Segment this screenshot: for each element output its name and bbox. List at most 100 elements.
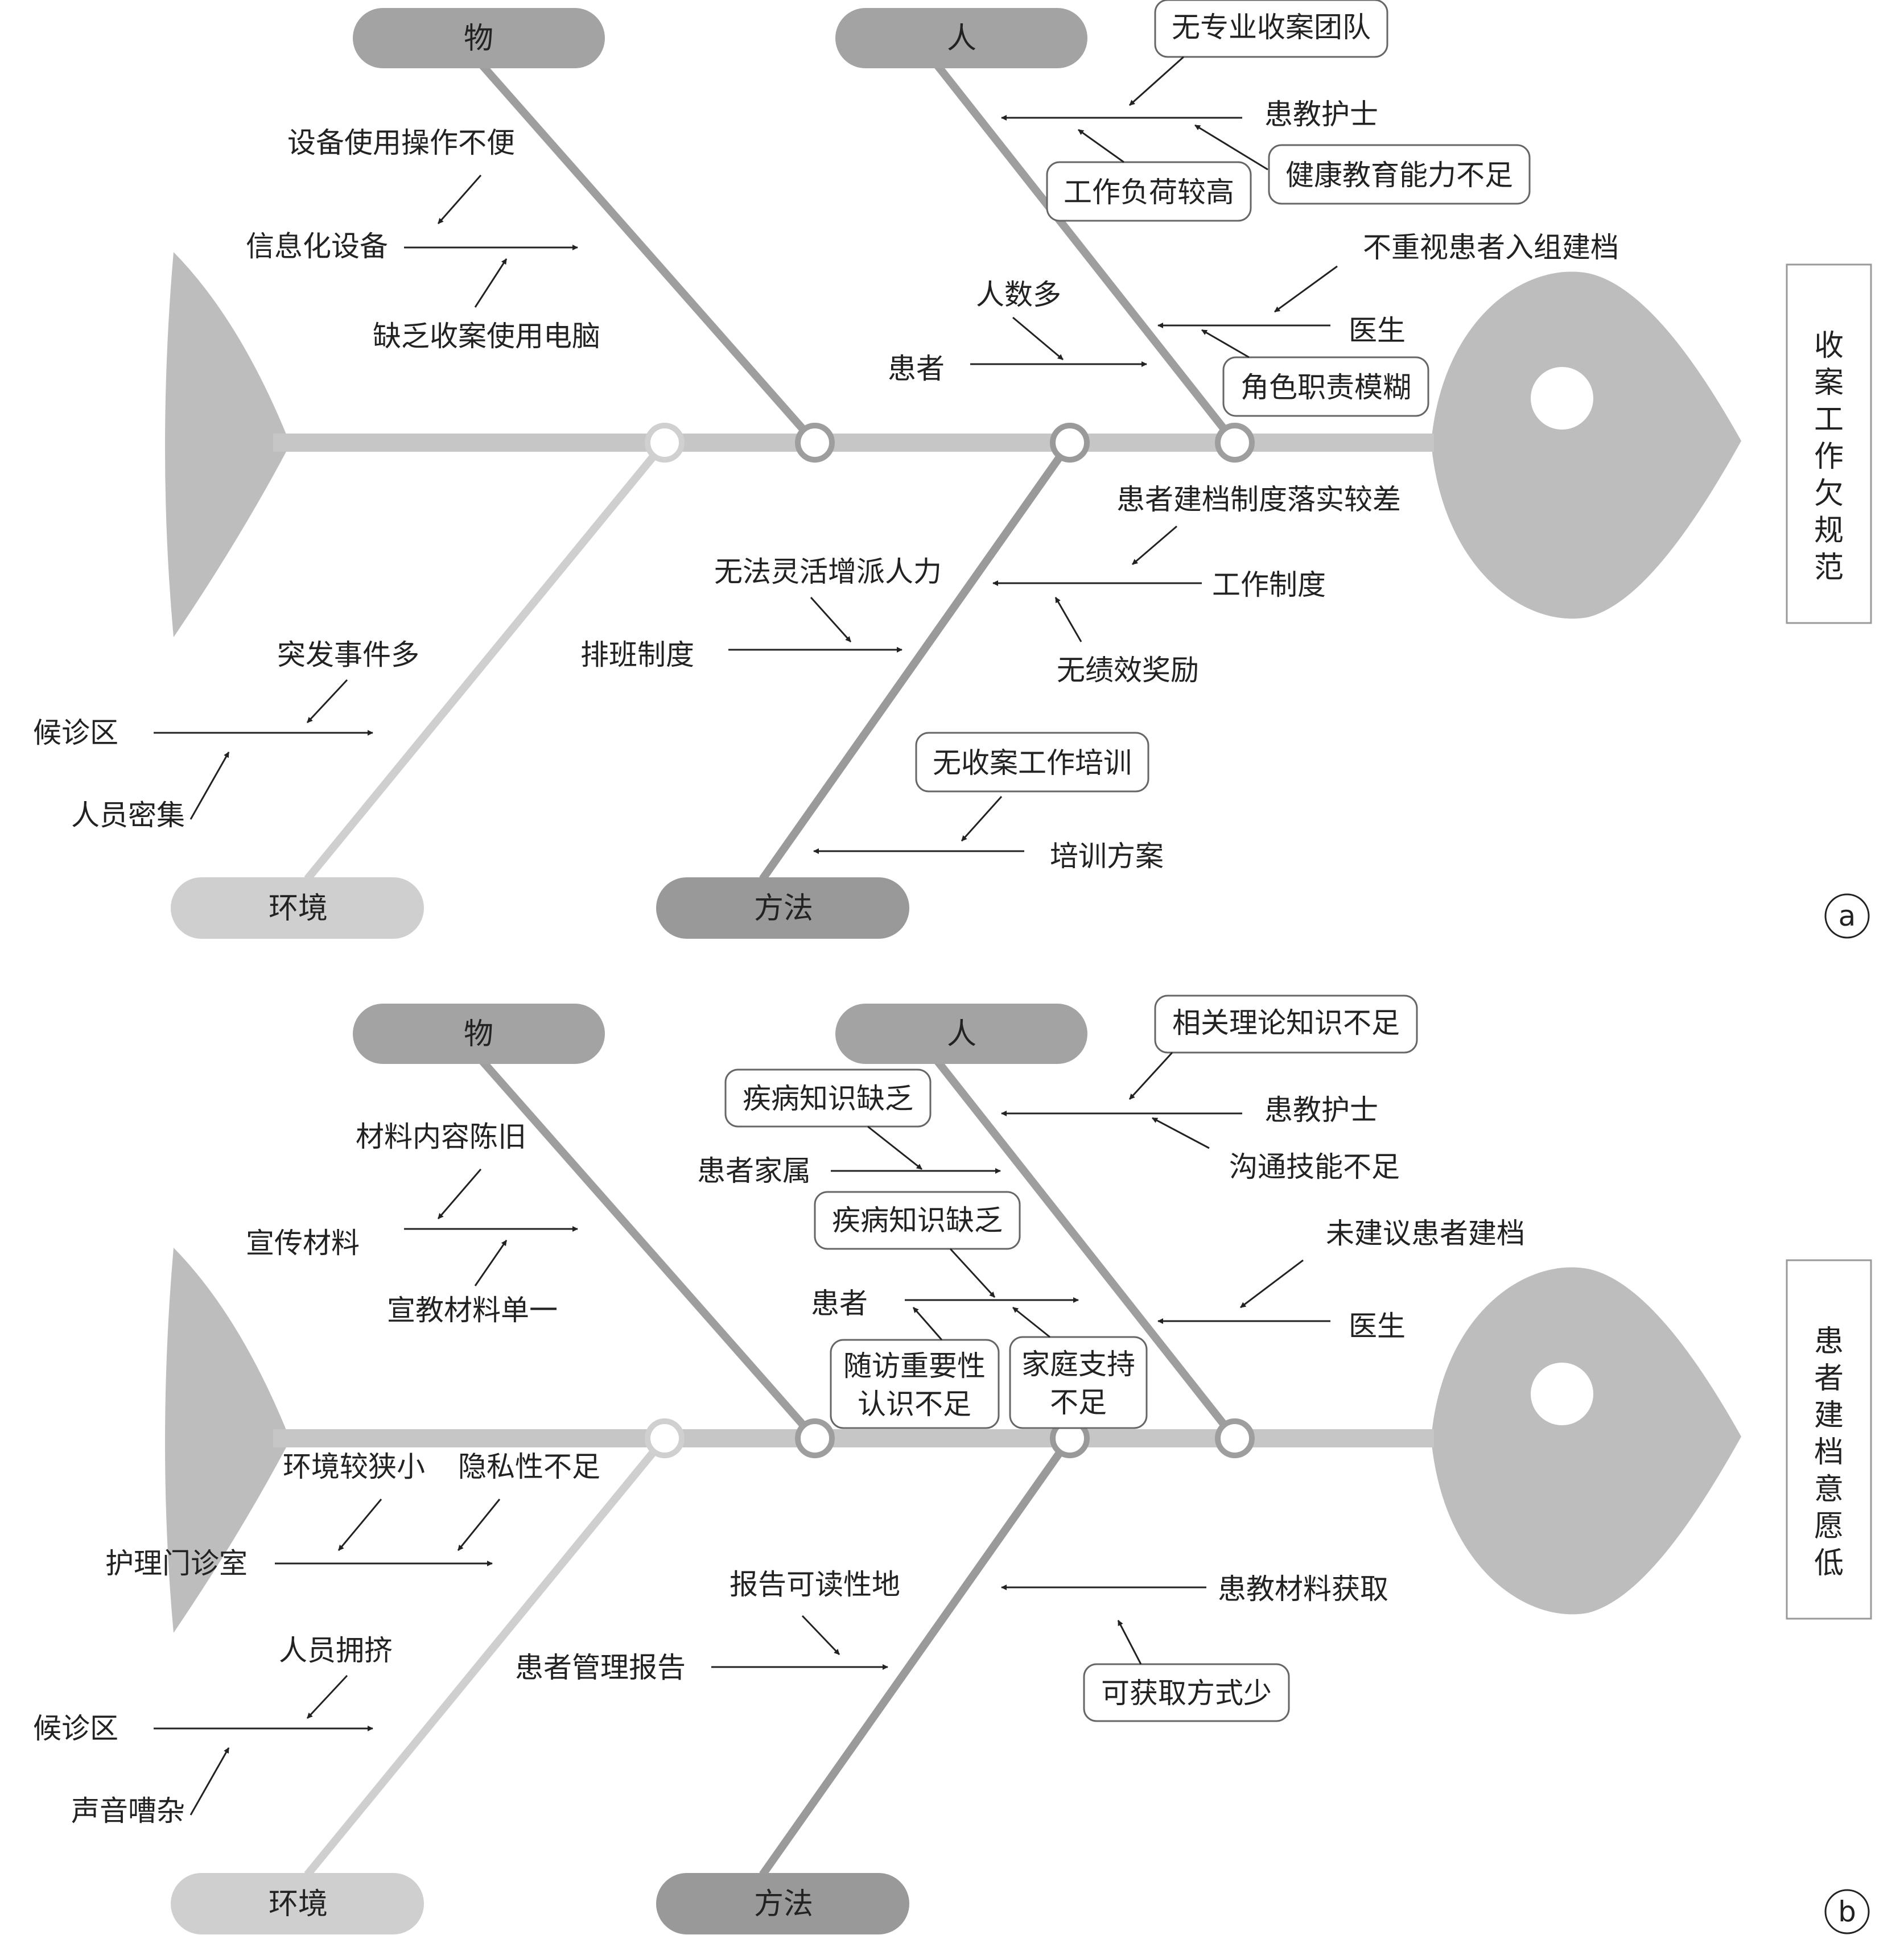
category-pill-person (835, 8, 1087, 68)
cause-label: 突发事件多 (277, 638, 419, 671)
category-label-person: 人 (947, 22, 976, 56)
cause-label: 医生 (1349, 1310, 1406, 1343)
cause-label: 医生 (1349, 314, 1406, 347)
category-label-method: 方法 (754, 1887, 813, 1921)
cause-label: 患者 (811, 1287, 868, 1320)
cause-arrow (867, 1125, 922, 1170)
fish-tail (165, 252, 287, 637)
joint (645, 1418, 685, 1458)
category-label-thing: 物 (464, 1017, 493, 1051)
bone-method (759, 1435, 1073, 1878)
cause-box (724, 1068, 932, 1128)
bone-thing (477, 61, 818, 445)
fish-head (1431, 1267, 1741, 1615)
spine (273, 434, 1434, 452)
cause-box (1154, 995, 1418, 1054)
panel-tag-circle (1824, 1889, 1870, 1934)
cause-label: 无收案工作培训 (933, 746, 1132, 779)
cause-label: 人员拥挤 (279, 1634, 393, 1667)
cause-box (814, 1191, 1021, 1250)
category-pill-environment (171, 1873, 424, 1934)
effect-char: 工 (1814, 403, 1844, 437)
cause-label: 患者建档制度落实较差 (1116, 483, 1401, 516)
cause-label: 材料内容陈旧 (356, 1120, 526, 1153)
effect-char: 欠 (1814, 477, 1844, 511)
cause-arrow (1128, 1051, 1173, 1100)
fish-tail (165, 1248, 287, 1633)
spine (273, 1429, 1434, 1447)
cause-label: 患者管理报告 (515, 1651, 686, 1684)
cause-arrow (337, 1499, 382, 1551)
cause-arrow (1194, 124, 1268, 171)
effect-char: 范 (1814, 551, 1844, 585)
effect-box (1786, 263, 1872, 624)
cause-label: 护理门诊室 (105, 1547, 248, 1580)
cause-label: 排班制度 (580, 638, 694, 671)
cause-arrow (810, 596, 852, 643)
cause-box (1268, 144, 1531, 205)
cause-box (1046, 161, 1252, 222)
joint (1215, 1418, 1255, 1458)
bone-environment (304, 1435, 668, 1878)
cause-label: 无法灵活增派人力 (714, 555, 942, 588)
cause-label: 患教材料获取 (1218, 1573, 1388, 1606)
fishbone-diagram-b: 物 人 环境 方法 材料内容陈旧 宣传材料 宣教材料单一 相关理论知识不足 患教… (33, 995, 1872, 1934)
category-label-thing: 物 (464, 22, 493, 56)
bone-thing (477, 1057, 818, 1441)
cause-arrow (189, 752, 230, 820)
cause-arrow (1128, 56, 1185, 106)
cause-arrow (949, 1248, 996, 1298)
category-pill-method (656, 1873, 909, 1934)
cause-box (1009, 1336, 1148, 1429)
cause-arrow (1012, 1306, 1050, 1338)
cause-arrow (1152, 1117, 1210, 1149)
effect-char: 作 (1814, 440, 1844, 474)
cause-box (830, 1339, 1000, 1429)
cause-label: 缺乏收案使用电脑 (373, 320, 600, 353)
cause-label: 疾病知识缺乏 (743, 1082, 913, 1115)
cause-label: 患教护士 (1264, 98, 1378, 131)
category-label-environment: 环境 (269, 892, 328, 926)
cause-arrow (961, 795, 1003, 842)
joint (795, 1418, 835, 1458)
cause-box (915, 732, 1149, 793)
cause-arrow (801, 1615, 840, 1656)
cause-arrow (437, 1169, 482, 1219)
bone-environment (304, 440, 668, 882)
panel-tag: b (1838, 1895, 1856, 1928)
cause-label: 不重视患者入组建档 (1363, 231, 1619, 264)
bone-person (933, 1057, 1238, 1441)
cause-arrow (912, 1307, 943, 1340)
category-label-person: 人 (947, 1017, 976, 1051)
fish-eye (1531, 1363, 1593, 1425)
effect-char: 愿 (1814, 1509, 1844, 1544)
cause-label: 家庭支持 (1021, 1348, 1135, 1381)
cause-label: 患者家属 (697, 1154, 811, 1187)
cause-label: 无绩效奖励 (1057, 654, 1199, 687)
cause-label: 环境较狭小 (283, 1450, 425, 1483)
category-label-method: 方法 (754, 892, 813, 926)
cause-label: 相关理论知识不足 (1172, 1006, 1400, 1039)
cause-label: 隐私性不足 (458, 1450, 600, 1483)
effect-char: 患 (1814, 1325, 1844, 1359)
cause-label: 未建议患者建档 (1326, 1217, 1525, 1250)
joint (1050, 423, 1090, 463)
cause-arrow (437, 175, 482, 224)
cause-label: 候诊区 (33, 716, 118, 749)
cause-arrow (189, 1747, 230, 1816)
cause-box (1083, 1663, 1290, 1722)
cause-arrow (1201, 329, 1250, 358)
joint (645, 423, 685, 463)
category-pill-environment (171, 877, 424, 939)
effect-char: 建 (1814, 1398, 1844, 1433)
cause-label: 宣传材料 (246, 1227, 360, 1260)
cause-label: 无专业收案团队 (1172, 11, 1371, 44)
cause-arrow (1117, 1620, 1142, 1665)
cause-arrow (474, 258, 508, 308)
effect-char: 案 (1814, 366, 1844, 400)
cause-arrow (474, 1240, 508, 1286)
cause-label: 人员密集 (71, 799, 185, 832)
cause-label: 候诊区 (33, 1712, 118, 1745)
cause-label: 工作负荷较高 (1064, 176, 1234, 209)
category-pill-thing (353, 1004, 605, 1064)
